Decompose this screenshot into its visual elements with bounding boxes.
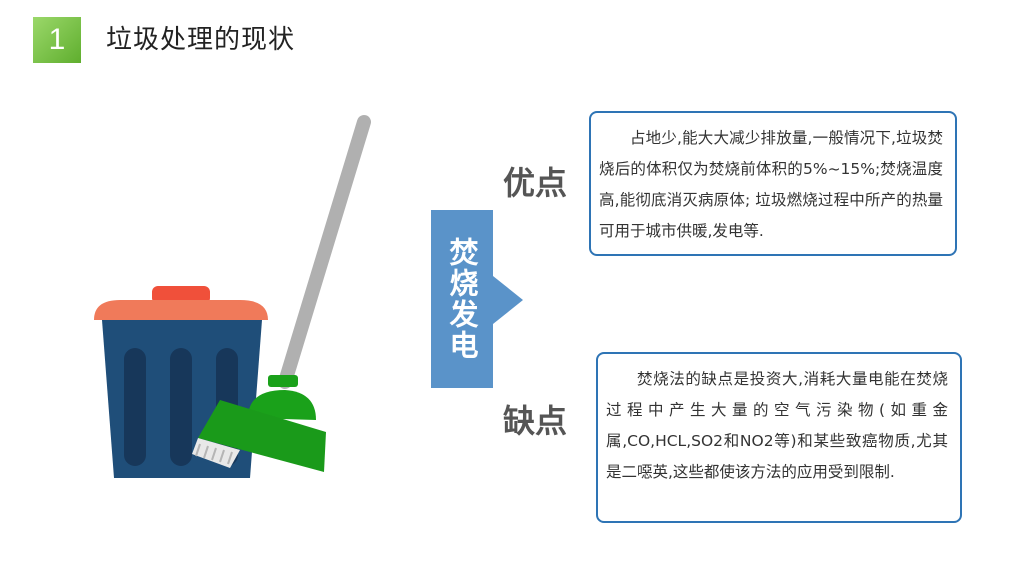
section-number-badge: 1 — [33, 17, 81, 63]
page-title: 垃圾处理的现状 — [106, 25, 296, 55]
pros-text-box: 占地少,能大大减少排放量,一般情况下,垃圾焚烧后的体积仅为焚烧前体积的5%~15… — [589, 111, 957, 256]
arrow-right-icon — [493, 276, 523, 324]
cons-heading: 缺点 — [503, 402, 568, 440]
trash-bin-and-broom-icon — [94, 115, 371, 478]
cons-text-box: 焚烧法的缺点是投资大,消耗大量电能在焚烧过程中产生大量的空气污染物(如重金属,C… — [596, 352, 962, 523]
pros-heading: 优点 — [503, 164, 568, 202]
incineration-power-label: 焚烧发电 — [431, 210, 493, 388]
